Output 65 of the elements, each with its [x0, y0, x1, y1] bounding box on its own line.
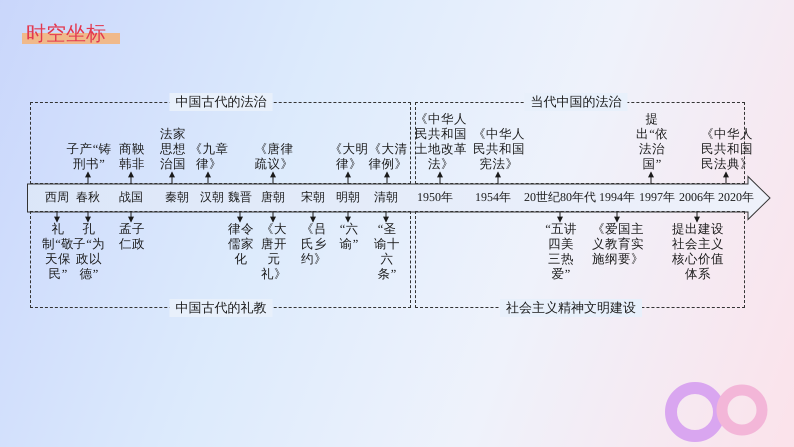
frame-heading: 当代中国的法治 [524, 93, 628, 111]
arrow [310, 210, 316, 223]
frame-heading: 社会主义精神文明建设 [500, 299, 642, 317]
event-note: 法家思想治国 [158, 127, 188, 172]
era-label: 秦朝 [162, 184, 192, 211]
event-note: 孔子“为政以德” [72, 222, 106, 282]
era-label: 唐朝 [258, 184, 288, 211]
frame-heading: 中国古代的礼教 [170, 299, 272, 317]
arrow [648, 171, 654, 184]
era-label: 明朝 [333, 184, 363, 211]
era-label: 春秋 [73, 184, 103, 211]
arrow [128, 210, 134, 223]
arrow [270, 171, 276, 184]
event-note: 《中华人民共和国民法典》 [700, 127, 754, 172]
event-note: 商鞅韩非 [116, 142, 148, 172]
arrow [557, 210, 563, 223]
event-note: 《中华人民共和国宪法》 [472, 127, 526, 172]
arrow [345, 171, 351, 184]
event-note: 《九章律》 [188, 142, 230, 172]
era-label: 20世纪80年代 [523, 184, 597, 211]
era-label: 1950年 [416, 184, 454, 211]
arrow [694, 210, 700, 223]
event-note: 《吕氏乡约》 [298, 222, 330, 267]
era-label: 西周 [42, 184, 72, 211]
arrow [384, 171, 390, 184]
arrow [237, 210, 243, 223]
event-note: 孟子仁政 [116, 222, 148, 252]
era-label: 魏晋 [225, 184, 255, 211]
event-note: 《大清律例》 [368, 142, 408, 172]
arrow [205, 171, 211, 184]
arrow [437, 171, 443, 184]
event-note: 《大唐开元礼》 [258, 222, 290, 282]
era-label: 2020年 [717, 184, 755, 211]
event-note: 子产“铸刑书” [63, 142, 115, 172]
era-label: 宋朝 [298, 184, 328, 211]
arrow [54, 210, 60, 223]
event-note: “六谕” [336, 222, 362, 252]
arrow [169, 171, 175, 184]
arrow [723, 171, 729, 184]
event-note: “圣谕十六条” [372, 222, 402, 282]
frame-heading: 中国古代的法治 [170, 93, 272, 111]
event-note: 《爱国主义教育实施纲要》 [591, 222, 645, 267]
event-note: “五讲四美三热爱” [544, 222, 578, 282]
era-label: 1994年 [598, 184, 636, 211]
era-label: 1954年 [474, 184, 512, 211]
era-label: 1997年 [638, 184, 676, 211]
event-note: 《中华人民共和国土地改革法》 [414, 112, 468, 172]
era-label: 清朝 [371, 184, 401, 211]
arrow [85, 210, 91, 223]
event-note: 提出“依法治国” [634, 112, 670, 172]
arrow [85, 171, 91, 184]
arrow [383, 210, 389, 223]
arrow [270, 210, 276, 223]
era-label: 战国 [116, 184, 146, 211]
arrow [128, 171, 134, 184]
arrow [345, 210, 351, 223]
event-note: 《大明律》 [328, 142, 370, 172]
event-note: 律令儒家化 [226, 222, 256, 267]
event-note: 《唐律疏议》 [254, 142, 294, 172]
event-note: 提出建设社会主义核心价值体系 [670, 222, 726, 282]
arrow [495, 171, 501, 184]
era-label: 2006年 [678, 184, 716, 211]
event-note: 礼制“敬天保民” [41, 222, 75, 282]
arrow [614, 210, 620, 223]
era-label: 汉朝 [197, 184, 227, 211]
